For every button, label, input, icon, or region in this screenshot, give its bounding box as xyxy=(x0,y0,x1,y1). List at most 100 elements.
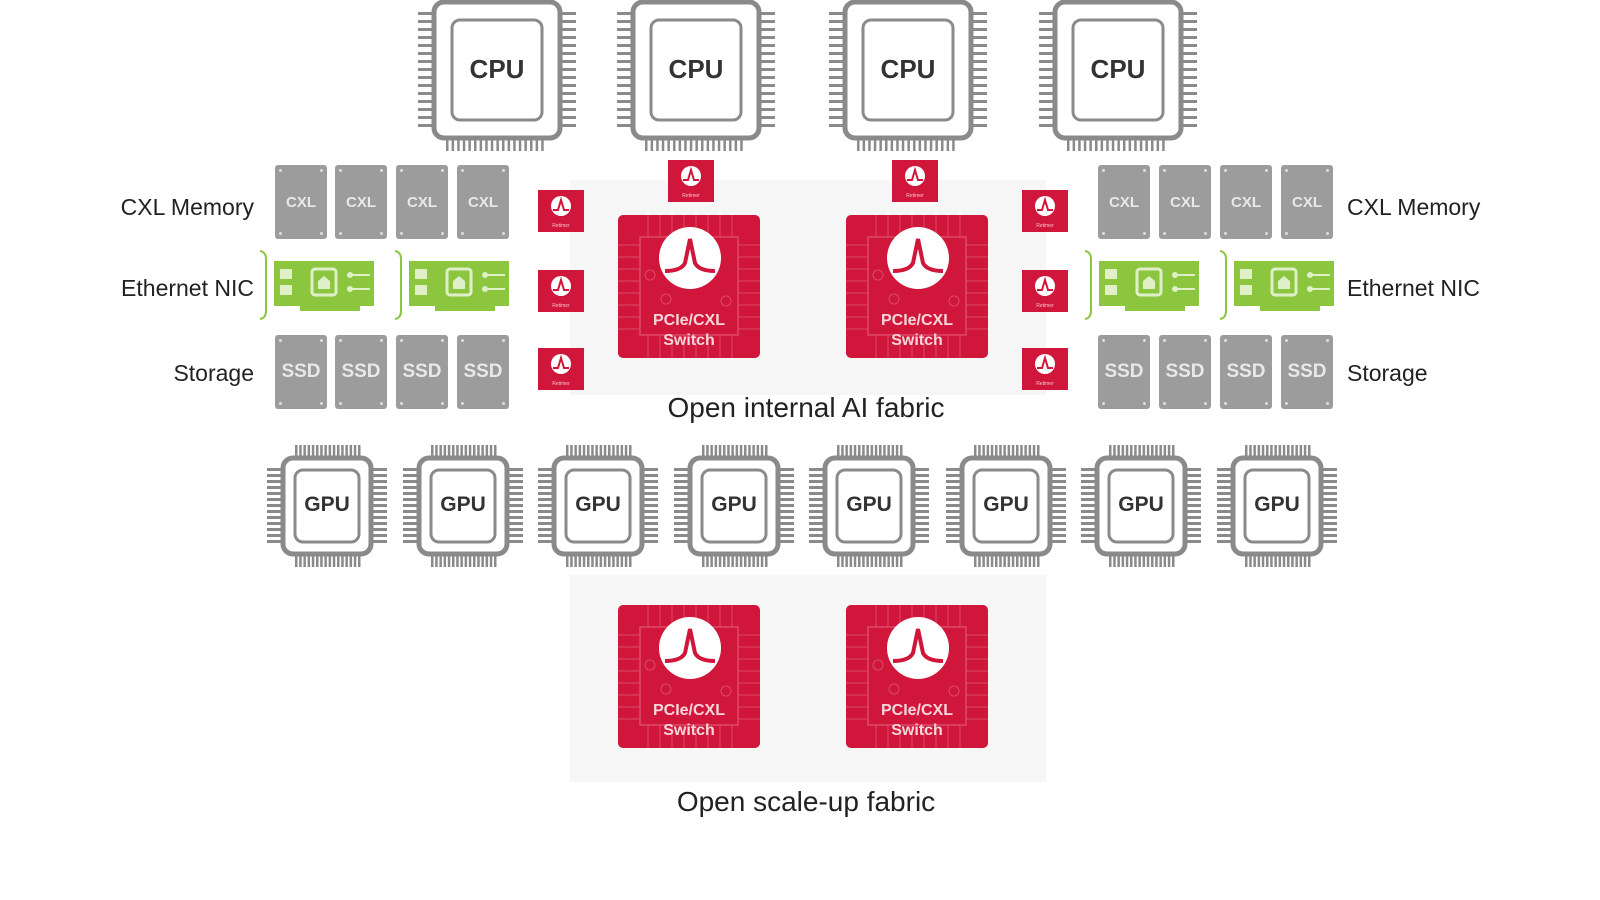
cxl-label: CXL xyxy=(286,193,316,211)
screw-icon xyxy=(1204,339,1207,342)
ssd-drive: SSD xyxy=(1220,335,1272,409)
cpu-chip: CPU xyxy=(617,0,775,151)
cxl-drive: CXL xyxy=(335,165,387,239)
gpu-chip: GPU xyxy=(267,442,387,570)
retimer-label: Retimer xyxy=(552,303,570,309)
retimer-chip: Retimer xyxy=(1022,190,1068,232)
gpu-chip: GPU xyxy=(1081,442,1201,570)
screw-icon xyxy=(1102,169,1105,172)
gpu-chip: GPU xyxy=(1217,442,1337,570)
broadcom-pulse-logo-icon xyxy=(887,617,949,679)
screw-icon xyxy=(1326,169,1329,172)
screw-icon xyxy=(1265,232,1268,235)
gpu-chip-icon xyxy=(946,445,1066,567)
screw-icon xyxy=(1224,232,1227,235)
screw-icon xyxy=(339,232,342,235)
screw-icon xyxy=(1204,402,1207,405)
retimer-chip: Retimer xyxy=(892,160,938,202)
screw-icon xyxy=(400,232,403,235)
screw-icon xyxy=(1265,169,1268,172)
cpu-chip-label: CPU xyxy=(469,54,525,85)
retimer-label: Retimer xyxy=(1036,223,1054,229)
left-ethernet-nic-label: Ethernet NIC xyxy=(121,275,254,301)
cxl-drive: CXL xyxy=(1220,165,1272,239)
cxl-label: CXL xyxy=(1109,193,1139,211)
switch-label-line2: Switch xyxy=(891,332,943,349)
screw-icon xyxy=(1102,232,1105,235)
ssd-label: SSD xyxy=(341,361,381,382)
cpu-chip-icon xyxy=(418,0,576,151)
cpu-chip: CPU xyxy=(1039,0,1197,151)
ssd-label: SSD xyxy=(1287,361,1327,382)
gpu-chip-label: GPU xyxy=(440,493,486,517)
gpu-chip-icon xyxy=(1081,445,1201,567)
screw-icon xyxy=(1143,232,1146,235)
retimer-label: Retimer xyxy=(552,223,570,229)
gpu-chip-label: GPU xyxy=(711,493,757,517)
retimer-label: Retimer xyxy=(906,193,924,199)
screw-icon xyxy=(461,402,464,405)
screw-icon xyxy=(320,232,323,235)
broadcom-pulse-logo-icon xyxy=(659,227,721,289)
gpu-chip-label: GPU xyxy=(1254,493,1300,517)
cxl-drive: CXL xyxy=(1281,165,1333,239)
screw-icon xyxy=(1265,339,1268,342)
retimer-chip: Retimer xyxy=(538,190,584,232)
screw-icon xyxy=(279,169,282,172)
switch-label-line1: PCIe/CXL xyxy=(652,702,725,719)
gpu-chip-label: GPU xyxy=(846,493,892,517)
screw-icon xyxy=(1143,402,1146,405)
screw-icon xyxy=(1163,339,1166,342)
screw-icon xyxy=(441,402,444,405)
screw-icon xyxy=(380,402,383,405)
screw-icon xyxy=(1326,402,1329,405)
gpu-chip-label: GPU xyxy=(1118,493,1164,517)
ssd-drive: SSD xyxy=(275,335,327,409)
cxl-label: CXL xyxy=(468,193,498,211)
cxl-drive: CXL xyxy=(1159,165,1211,239)
cxl-drive: CXL xyxy=(396,165,448,239)
switch-label-line2: Switch xyxy=(891,722,943,739)
screw-icon xyxy=(1143,169,1146,172)
cpu-chip-icon xyxy=(829,0,987,151)
screw-icon xyxy=(461,339,464,342)
screw-icon xyxy=(279,402,282,405)
gpu-chip-icon xyxy=(267,445,387,567)
circuit-pattern-icon xyxy=(846,605,988,748)
ssd-drive: SSD xyxy=(457,335,509,409)
screw-icon xyxy=(1163,232,1166,235)
gpu-chip: GPU xyxy=(809,442,929,570)
cpu-chip-icon xyxy=(1039,0,1197,151)
left-storage-label: Storage xyxy=(173,360,254,386)
broadcom-pulse-logo-icon xyxy=(1035,276,1055,296)
screw-icon xyxy=(1102,402,1105,405)
screw-icon xyxy=(380,232,383,235)
cpu-chip-label: CPU xyxy=(668,54,724,85)
broadcom-pulse-logo-icon xyxy=(551,354,571,374)
screw-icon xyxy=(339,402,342,405)
retimer-chip: Retimer xyxy=(538,270,584,312)
screw-icon xyxy=(339,169,342,172)
cxl-label: CXL xyxy=(1292,193,1322,211)
ethernet-nic-card xyxy=(1210,249,1345,321)
cpu-chip: CPU xyxy=(418,0,576,151)
screw-icon xyxy=(1224,402,1227,405)
screw-icon xyxy=(1204,169,1207,172)
screw-icon xyxy=(320,339,323,342)
screw-icon xyxy=(400,402,403,405)
screw-icon xyxy=(400,169,403,172)
retimer-chip: Retimer xyxy=(1022,348,1068,390)
cpu-chip-label: CPU xyxy=(880,54,936,85)
gpu-chip-icon xyxy=(1217,445,1337,567)
right-storage-label: Storage xyxy=(1347,360,1428,386)
screw-icon xyxy=(1326,339,1329,342)
retimer-label: Retimer xyxy=(552,381,570,387)
ssd-label: SSD xyxy=(1165,361,1205,382)
screw-icon xyxy=(380,339,383,342)
screw-icon xyxy=(502,402,505,405)
internal-fabric-label: Open internal AI fabric xyxy=(667,392,945,423)
ssd-drive: SSD xyxy=(1098,335,1150,409)
